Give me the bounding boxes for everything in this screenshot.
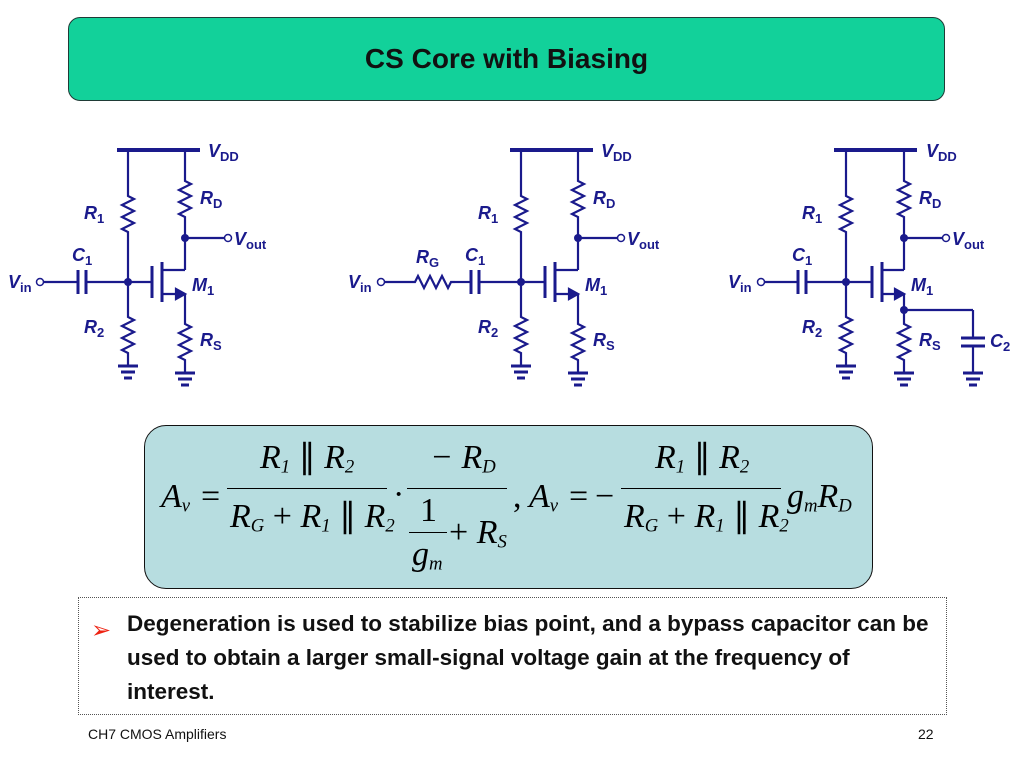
rd-label: RD (919, 188, 941, 211)
slide-title: CS Core with Biasing (364, 43, 649, 74)
bullet-text: Degeneration is used to stabilize bias p… (127, 611, 929, 704)
eq-minus: − (595, 478, 615, 515)
m1-label: M1 (192, 275, 214, 298)
eq-frac2-inner-bar (409, 532, 447, 534)
eq-frac1-bar (227, 488, 387, 490)
gain-equation: Av = R1 ∥ R2 RG + R1 ∥ R2 · − RD 1 gm + … (147, 438, 872, 578)
eq-dot: · (393, 476, 405, 513)
equation-box: Av = R1 ∥ R2 RG + R1 ∥ R2 · − RD 1 gm + … (144, 425, 873, 589)
vout-label: Vout (627, 229, 660, 252)
rd-label: RD (200, 188, 222, 211)
rd-label: RD (593, 188, 615, 211)
vin-label: Vin (8, 272, 32, 295)
c1-label: C1 (792, 245, 812, 268)
r2-label: R2 (84, 317, 104, 340)
c1-label: C1 (72, 245, 92, 268)
circuit-diagrams: VDD R1 RD Vout C1 Vin M1 R2 RS VDD R1 RD… (8, 141, 1010, 387)
r2-label: R2 (478, 317, 498, 340)
m1-label: M1 (585, 275, 607, 298)
vout-label: Vout (234, 229, 267, 252)
bullet-box: ➢ Degeneration is used to stabilize bias… (78, 597, 947, 715)
eq-frac2-bar (407, 488, 507, 490)
eq-frac3-den: RG + R1 ∥ R2 (624, 498, 789, 537)
circuit-2 (384, 148, 617, 387)
eq-frac1-den: RG + R1 ∥ R2 (230, 498, 395, 537)
eq-frac1-num: R1 ∥ R2 (260, 439, 355, 478)
page-number: 22 (918, 726, 934, 742)
c1-label: C1 (465, 245, 485, 268)
eq-frac2-num: − RD (430, 439, 496, 478)
eq-comma: , (513, 478, 522, 515)
r1-label: R1 (84, 203, 104, 226)
rg-label: RG (416, 247, 439, 270)
r1-label: R1 (802, 203, 822, 226)
rs-label: RS (593, 330, 615, 353)
eq-frac2-rs: + RS (449, 514, 507, 553)
vdd-label: VDD (208, 141, 239, 164)
eq-frac2-one: 1 (420, 492, 437, 529)
r2-label: R2 (802, 317, 822, 340)
circuit-3 (764, 148, 985, 387)
eq-equals-1: = (201, 478, 221, 515)
title-banner: CS Core with Biasing (68, 17, 945, 101)
eq-av-1: Av (161, 478, 191, 517)
eq-frac2-gm: gm (412, 536, 443, 575)
r1-label: R1 (478, 203, 498, 226)
eq-frac3-bar (621, 488, 781, 490)
m1-label: M1 (911, 275, 933, 298)
vin-label: Vin (728, 272, 752, 295)
footer-course: CH7 CMOS Amplifiers (88, 726, 227, 742)
circuit-labels: VDD R1 RD Vout C1 Vin M1 R2 RS VDD R1 RD… (8, 141, 1010, 354)
c2-label: C2 (990, 331, 1010, 354)
eq-av-2: Av (529, 478, 559, 517)
rs-label: RS (919, 330, 941, 353)
vin-label: Vin (348, 272, 372, 295)
circuit-1 (43, 148, 224, 387)
vout-label: Vout (952, 229, 985, 252)
bullet-arrow-icon: ➢ (91, 616, 112, 644)
eq-equals-2: = (569, 478, 589, 515)
eq-gm-rd: gmRD (787, 478, 852, 517)
vdd-label: VDD (601, 141, 632, 164)
rs-label: RS (200, 330, 222, 353)
vdd-label: VDD (926, 141, 957, 164)
eq-frac3-num: R1 ∥ R2 (655, 439, 750, 478)
